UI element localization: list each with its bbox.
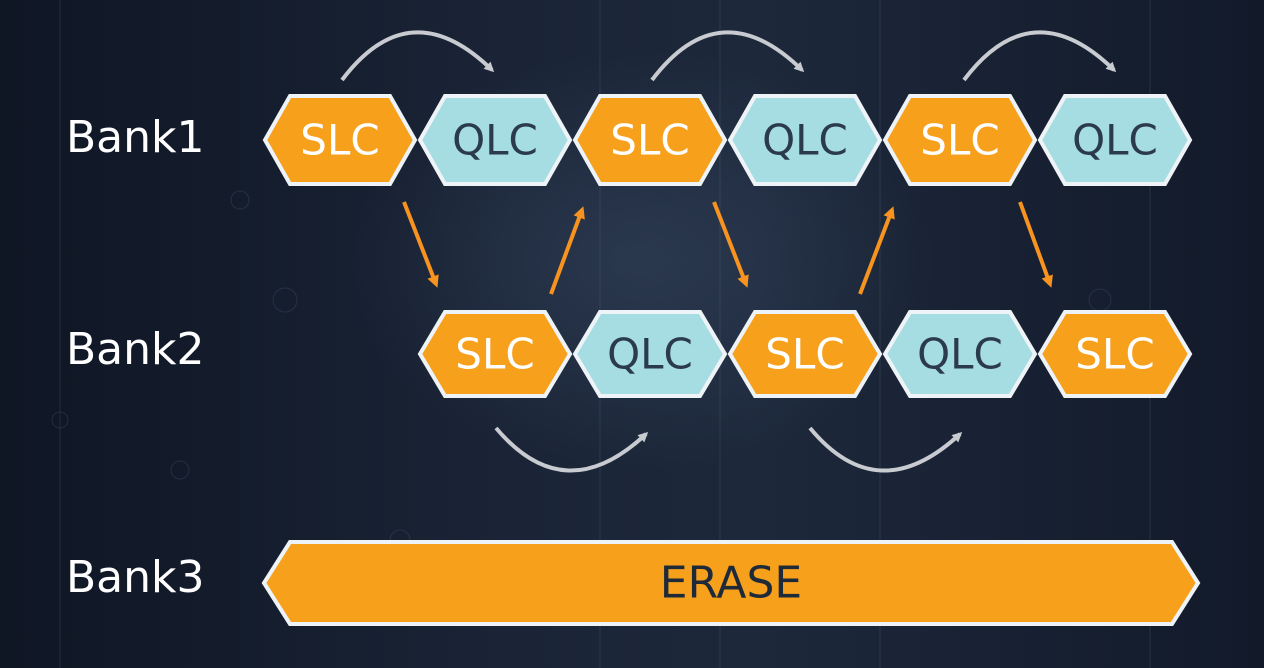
bank2-cell: QLC xyxy=(882,310,1038,398)
diagonal-arrow-icon xyxy=(402,201,439,288)
bank1-cell-label: SLC xyxy=(300,116,379,165)
bank2-cell-shape xyxy=(727,310,883,398)
erase-bar-shape xyxy=(261,540,1201,626)
bank2-cell-label: SLC xyxy=(1075,330,1154,379)
bank2-cell-label: QLC xyxy=(917,330,1003,379)
bank1-cell-shape xyxy=(417,94,573,186)
bank2-cell-shape xyxy=(882,310,1038,398)
bank1-cell-label: QLC xyxy=(762,116,848,165)
bank1-cell-shape xyxy=(727,94,883,186)
bank1-cell-label: QLC xyxy=(1072,116,1158,165)
bank1-cell-label: SLC xyxy=(610,116,689,165)
curved-arrow-icon xyxy=(962,30,1117,82)
curved-arrow-icon xyxy=(650,30,805,82)
bank2-cell-shape xyxy=(417,310,573,398)
bank1-cell-shape xyxy=(262,94,418,186)
curved-arrow-icon xyxy=(340,30,495,82)
bank1-cell-shape xyxy=(1037,94,1193,186)
diagonal-arrow-icon xyxy=(1018,201,1053,288)
bank1-cell: SLC xyxy=(572,94,728,186)
curved-arrow-icon xyxy=(494,426,649,473)
bank1-cell-shape xyxy=(572,94,728,186)
bank1-cell: SLC xyxy=(882,94,1038,186)
bank3-erase-bar: ERASE xyxy=(261,540,1201,626)
bank1-cell: QLC xyxy=(727,94,883,186)
bank2-label: Bank2 xyxy=(66,324,205,375)
bank2-cell: SLC xyxy=(417,310,573,398)
curved-arrow-icon xyxy=(808,426,963,473)
erase-label: ERASE xyxy=(660,558,802,609)
bank1-cell: QLC xyxy=(1037,94,1193,186)
diagonal-arrow-icon xyxy=(858,206,895,295)
bank1-cell-label: SLC xyxy=(920,116,999,165)
bank1-label: Bank1 xyxy=(66,112,205,163)
bank2-cell-label: QLC xyxy=(607,330,693,379)
bank2-cell: SLC xyxy=(1037,310,1193,398)
bank2-cell-label: SLC xyxy=(455,330,534,379)
bank1-cell-label: QLC xyxy=(452,116,538,165)
bank1-cell: QLC xyxy=(417,94,573,186)
bank2-cell-shape xyxy=(1037,310,1193,398)
bank2-cell-shape xyxy=(572,310,728,398)
diagonal-arrow-icon xyxy=(712,201,749,288)
diagonal-arrow-icon xyxy=(549,206,585,295)
bank1-cell-shape xyxy=(882,94,1038,186)
bank2-cell: QLC xyxy=(572,310,728,398)
bank2-cell-label: SLC xyxy=(765,330,844,379)
bank2-cell: SLC xyxy=(727,310,883,398)
bank3-label: Bank3 xyxy=(66,552,205,603)
bank1-cell: SLC xyxy=(262,94,418,186)
